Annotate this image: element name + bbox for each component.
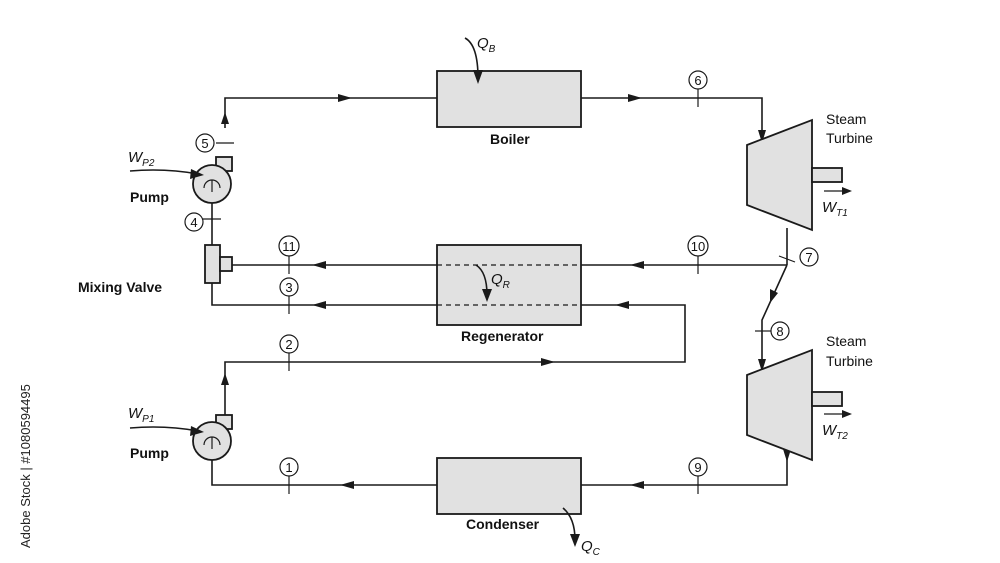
svg-text:10: 10 (691, 239, 705, 254)
state-point-4: 4 (184, 212, 204, 232)
turbine-1-label-line1: Steam (826, 111, 866, 127)
wt1-label: WT1 (822, 199, 848, 219)
qc-label: QC (581, 538, 601, 558)
state-point-1: 1 (279, 457, 299, 477)
svg-text:11: 11 (282, 239, 296, 254)
mixing-valve: Mixing Valve (78, 244, 233, 295)
regenerator-label: Regenerator (461, 328, 544, 344)
svg-text:8: 8 (776, 324, 783, 339)
svg-text:3: 3 (285, 280, 292, 295)
state-point-3: 3 (279, 277, 299, 297)
regenerator: QR Regenerator (436, 244, 582, 344)
turbine-2-label-line1: Steam (826, 333, 866, 349)
turbine-1-label-line2: Turbine (826, 130, 873, 146)
condenser-label: Condenser (466, 516, 540, 532)
boiler-label: Boiler (490, 131, 530, 147)
state-point-8: 8 (770, 321, 790, 341)
state-point-2: 2 (279, 334, 299, 354)
qb-label: QB (477, 35, 496, 55)
state-point-5: 5 (195, 133, 215, 153)
state-point-7: 7 (799, 247, 819, 267)
state-point-11: 11 (278, 235, 300, 257)
state-point-6: 6 (688, 70, 708, 90)
flow-arrows (221, 94, 791, 489)
watermark-text: Adobe Stock | #1080594495 (18, 384, 33, 548)
pump-1: WP1 Pump (128, 405, 233, 461)
state-point-9: 9 (688, 457, 708, 477)
pump-1-label: Pump (130, 445, 169, 461)
state-points: 5 4 6 7 8 9 10 11 (184, 70, 819, 494)
steam-turbine-2: WT2 (746, 348, 852, 462)
condenser: Condenser QC (436, 457, 601, 558)
svg-text:2: 2 (285, 337, 292, 352)
turbine-2-label-line2: Turbine (826, 353, 873, 369)
mixing-valve-label: Mixing Valve (78, 279, 162, 295)
wp2-label: WP2 (128, 149, 155, 169)
pump-2-label: Pump (130, 189, 169, 205)
wp1-label: WP1 (128, 405, 154, 425)
svg-text:6: 6 (694, 73, 701, 88)
steam-turbine-1: WT1 (746, 118, 852, 232)
boiler: Boiler QB (436, 35, 582, 147)
wt2-label: WT2 (822, 422, 848, 442)
svg-text:7: 7 (805, 250, 812, 265)
svg-text:1: 1 (285, 460, 292, 475)
state-point-10: 10 (687, 235, 709, 257)
pump-2: WP2 Pump (128, 149, 233, 205)
qr-label: QR (491, 271, 510, 291)
svg-text:5: 5 (201, 136, 208, 151)
svg-text:9: 9 (694, 460, 701, 475)
svg-text:4: 4 (190, 215, 197, 230)
